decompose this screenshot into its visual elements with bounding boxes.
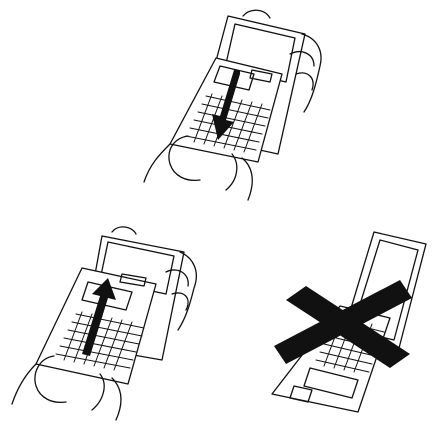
figure-incorrect-usage (250, 224, 436, 420)
figure-slide-case-off (130, 4, 330, 204)
figure-slide-case-on (4, 222, 204, 422)
